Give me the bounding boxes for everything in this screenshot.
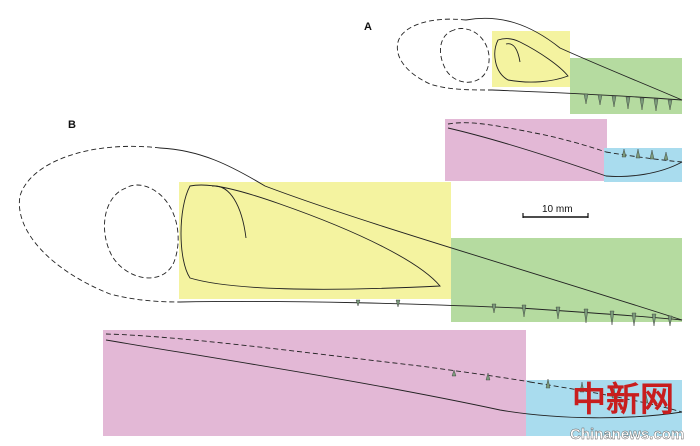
scale-bar: 10 mm [522,204,589,218]
panel-a-orbit [439,28,490,83]
panel-b: B [18,119,683,436]
panel-b-skull-roof [159,147,683,321]
panel-a-skull-roof [465,17,683,101]
panel-b-pink-region [103,330,526,436]
panel-b-label: B [68,119,76,131]
panel-b-teeth [355,299,673,327]
panel-a-jaw-line [491,89,683,101]
panel-a-mandible-ventral [447,127,683,177]
panel-b-jaw-line [179,301,683,321]
panel-a-mandible-dorsal [447,122,607,153]
panel-a: A [364,17,683,182]
panel-b-skull-dorsal-outline [18,145,181,303]
panel-b-orbit [104,184,179,279]
watermark-chinese: 中新网 [572,380,674,420]
panel-a-antorbital-fenestra [494,38,569,83]
panel-a-green-region [570,58,682,114]
panel-a-nasal-process [505,43,521,63]
panel-a-teeth [583,93,673,112]
panel-b-lower-teeth [451,369,649,404]
panel-a-lower-teeth [621,148,669,161]
panel-b-yellow-region [179,182,451,299]
panel-b-blue-region [526,380,682,436]
panel-b-mandible-dorsal [105,333,531,383]
watermark: 中新网 Chinanews.com [570,380,685,443]
panel-a-skull-dorsal-outline [396,18,493,91]
watermark-english: Chinanews.com [570,426,684,443]
panel-b-nasal-process [211,185,247,239]
panel-b-mandible-ventral [105,339,683,419]
panel-a-label: A [364,21,372,33]
scale-bar-label: 10 mm [542,204,573,215]
panel-b-antorbital-fenestra [180,184,441,290]
